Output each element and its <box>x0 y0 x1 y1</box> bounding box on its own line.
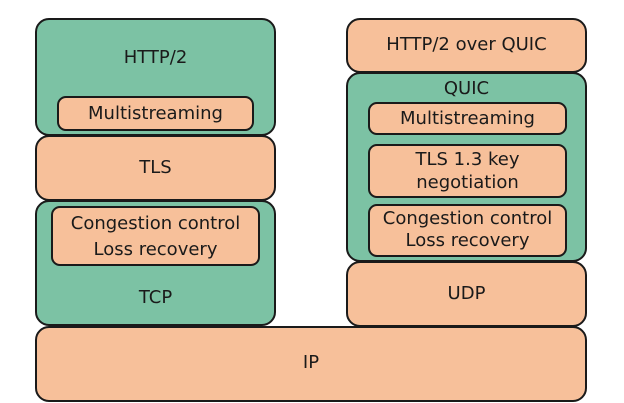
quic-tls13-box: TLS 1.3 key negotiation <box>368 144 567 198</box>
tls-label: TLS <box>139 157 172 178</box>
tcp-layer: Congestion control Loss recovery TCP <box>35 200 276 326</box>
quic-label: QUIC <box>443 78 490 99</box>
http2-layer: HTTP/2 Multistreaming <box>35 18 276 136</box>
tcp-label: TCP <box>138 287 173 308</box>
http2-multistreaming-box: Multistreaming <box>57 96 254 131</box>
quic-multistreaming-box: Multistreaming <box>368 102 567 135</box>
quic-congestion-label: Congestion control <box>382 208 553 229</box>
quic-tls13-line1: TLS 1.3 key <box>415 149 520 170</box>
tcp-loss-recovery-label: Loss recovery <box>93 239 218 260</box>
ip-layer: IP <box>35 326 587 402</box>
quic-layer: QUIC Multistreaming TLS 1.3 key negotiat… <box>346 72 587 262</box>
udp-label: UDP <box>447 283 486 304</box>
http2-multistreaming-label: Multistreaming <box>88 103 223 124</box>
quic-multistreaming-label: Multistreaming <box>400 108 535 129</box>
quic-tls13-line2: negotiation <box>416 172 519 193</box>
tcp-congestion-label: Congestion control <box>70 213 241 234</box>
quic-congestion-box: Congestion control Loss recovery <box>368 204 567 257</box>
quic-loss-recovery-label: Loss recovery <box>405 230 530 251</box>
udp-layer: UDP <box>346 261 587 327</box>
http2-over-quic-layer: HTTP/2 over QUIC <box>346 18 587 73</box>
tcp-congestion-box: Congestion control Loss recovery <box>51 206 260 266</box>
tls-layer: TLS <box>35 135 276 201</box>
http2-over-quic-label: HTTP/2 over QUIC <box>386 34 547 55</box>
ip-label: IP <box>302 352 320 373</box>
http2-label: HTTP/2 <box>123 47 188 68</box>
